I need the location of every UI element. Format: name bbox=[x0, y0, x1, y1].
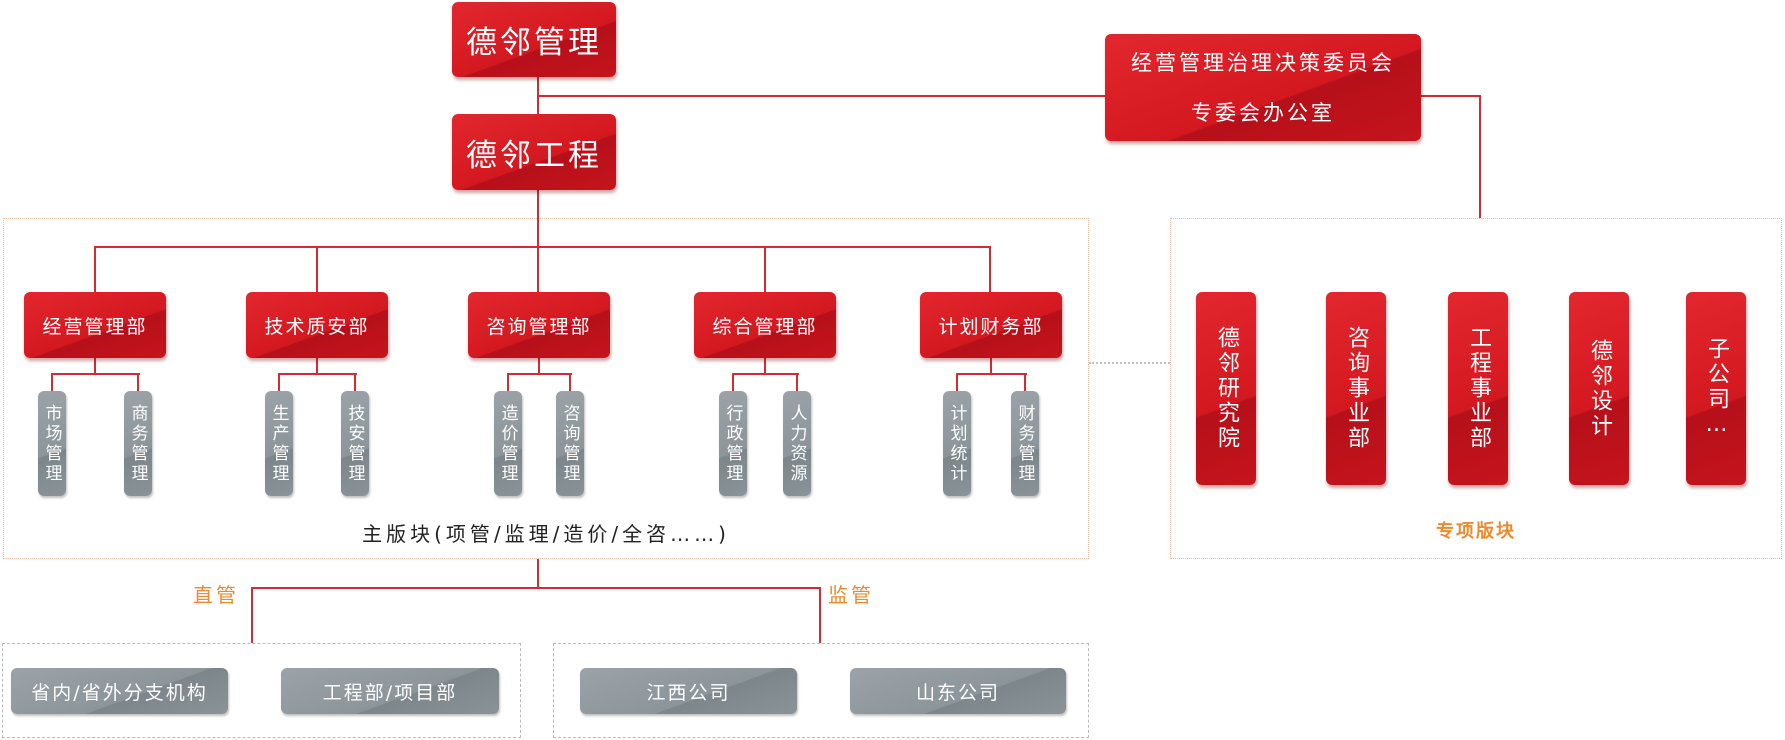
committee-office: 专委会办公室 bbox=[1191, 100, 1335, 125]
special-unit-name: 工程事业部 bbox=[1466, 326, 1491, 451]
special-unit-box: 子公司… bbox=[1686, 292, 1746, 485]
connector-line bbox=[796, 373, 798, 393]
sub-department-box: 财务管理 bbox=[1011, 391, 1039, 496]
connector-line bbox=[1024, 373, 1026, 393]
special-unit-name: 德邻设计 bbox=[1587, 338, 1612, 439]
connector-line bbox=[819, 587, 821, 643]
sub-department-box: 市场管理 bbox=[38, 391, 66, 496]
connector-line bbox=[733, 373, 799, 375]
direct-relation-label: 直管 bbox=[193, 583, 239, 607]
connector-line bbox=[538, 95, 1105, 97]
sub-department-box: 行政管理 bbox=[719, 391, 747, 496]
connector-line bbox=[956, 373, 958, 393]
block-link-dotted-line bbox=[1089, 362, 1170, 364]
direct-unit-box: 省内/省外分支机构 bbox=[11, 668, 228, 714]
connector-line bbox=[94, 358, 96, 375]
special-unit-name: 咨询事业部 bbox=[1344, 326, 1369, 451]
supervised-unit-name: 江西公司 bbox=[646, 681, 731, 704]
connector-line bbox=[989, 246, 991, 292]
main-block-frame bbox=[3, 218, 1089, 559]
special-unit-box: 咨询事业部 bbox=[1326, 292, 1386, 485]
direct-unit-box: 工程部/项目部 bbox=[281, 668, 499, 714]
department-name: 综合管理部 bbox=[712, 315, 818, 338]
special-unit-box: 德邻设计 bbox=[1569, 292, 1629, 485]
connector-line bbox=[316, 246, 318, 292]
sub-department-box: 计划统计 bbox=[943, 391, 971, 496]
direct-unit-name: 工程部/项目部 bbox=[322, 681, 458, 704]
sub-department-name: 造价管理 bbox=[497, 403, 518, 484]
headquarters-name: 德邻管理 bbox=[466, 25, 602, 61]
department-name: 经营管理部 bbox=[42, 315, 148, 338]
sub-department-box: 咨询管理 bbox=[556, 391, 584, 496]
department-box: 咨询管理部 bbox=[468, 292, 610, 358]
department-box: 技术质安部 bbox=[246, 292, 388, 358]
connector-line bbox=[537, 190, 539, 248]
department-name: 咨询管理部 bbox=[486, 315, 592, 338]
connector-line bbox=[957, 373, 1027, 375]
connector-line bbox=[278, 373, 280, 393]
connector-line bbox=[538, 358, 540, 375]
sub-department-name: 财务管理 bbox=[1014, 403, 1035, 484]
committee-title: 经营管理治理决策委员会 bbox=[1131, 50, 1395, 75]
engineering-name: 德邻工程 bbox=[466, 137, 602, 174]
connector-line bbox=[251, 587, 253, 643]
supervised-unit-name: 山东公司 bbox=[915, 681, 1000, 704]
special-unit-box: 工程事业部 bbox=[1448, 292, 1508, 485]
department-box: 综合管理部 bbox=[694, 292, 836, 358]
special-unit-box: 德邻研究院 bbox=[1196, 292, 1256, 485]
connector-line bbox=[537, 246, 539, 292]
connector-line bbox=[508, 373, 572, 375]
sub-department-name: 咨询管理 bbox=[559, 403, 580, 484]
supervised-units-frame bbox=[553, 643, 1089, 738]
connector-line bbox=[732, 373, 734, 393]
special-unit-name: 子公司… bbox=[1704, 337, 1729, 440]
sub-department-name: 生产管理 bbox=[268, 403, 289, 484]
department-name: 计划财务部 bbox=[938, 315, 1044, 338]
department-box: 计划财务部 bbox=[920, 292, 1062, 358]
committee-box: 经营管理治理决策委员会 专委会办公室 bbox=[1105, 34, 1421, 141]
special-unit-name: 德邻研究院 bbox=[1214, 326, 1239, 451]
connector-line bbox=[764, 246, 766, 292]
connector-line bbox=[354, 373, 356, 393]
direct-unit-name: 省内/省外分支机构 bbox=[31, 681, 208, 704]
sub-department-box: 技安管理 bbox=[341, 391, 369, 496]
connector-line bbox=[990, 358, 992, 375]
connector-line bbox=[52, 373, 140, 375]
special-block-frame bbox=[1170, 218, 1782, 559]
engineering-box: 德邻工程 bbox=[452, 114, 616, 190]
sub-department-name: 市场管理 bbox=[41, 403, 62, 484]
headquarters-box: 德邻管理 bbox=[452, 2, 616, 77]
supervised-unit-box: 山东公司 bbox=[850, 668, 1066, 714]
sub-department-box: 造价管理 bbox=[494, 391, 522, 496]
connector-line bbox=[94, 246, 96, 292]
sub-department-name: 计划统计 bbox=[946, 403, 967, 484]
main-block-label: 主版块(项管/监理/造价/全咨……) bbox=[362, 522, 730, 546]
sub-department-name: 技安管理 bbox=[344, 403, 365, 484]
supervised-relation-label: 监管 bbox=[828, 583, 874, 607]
connector-line bbox=[1479, 95, 1481, 218]
sub-department-name: 行政管理 bbox=[722, 403, 743, 484]
connector-line bbox=[316, 358, 318, 375]
connector-line bbox=[137, 373, 139, 393]
connector-line bbox=[94, 246, 991, 248]
department-name: 技术质安部 bbox=[264, 315, 370, 338]
special-block-label: 专项版块 bbox=[1436, 521, 1516, 542]
department-box: 经营管理部 bbox=[24, 292, 166, 358]
sub-department-box: 人力资源 bbox=[783, 391, 811, 496]
sub-department-name: 人力资源 bbox=[786, 403, 807, 484]
connector-line bbox=[569, 373, 571, 393]
connector-line bbox=[1421, 95, 1481, 97]
direct-units-frame bbox=[2, 643, 521, 738]
connector-line bbox=[251, 587, 821, 589]
sub-department-name: 商务管理 bbox=[127, 403, 148, 484]
sub-department-box: 商务管理 bbox=[124, 391, 152, 496]
sub-department-box: 生产管理 bbox=[265, 391, 293, 496]
connector-line bbox=[507, 373, 509, 393]
connector-line bbox=[279, 373, 357, 375]
connector-line bbox=[51, 373, 53, 393]
connector-line bbox=[764, 358, 766, 375]
supervised-unit-box: 江西公司 bbox=[580, 668, 797, 714]
connector-line bbox=[537, 559, 539, 589]
